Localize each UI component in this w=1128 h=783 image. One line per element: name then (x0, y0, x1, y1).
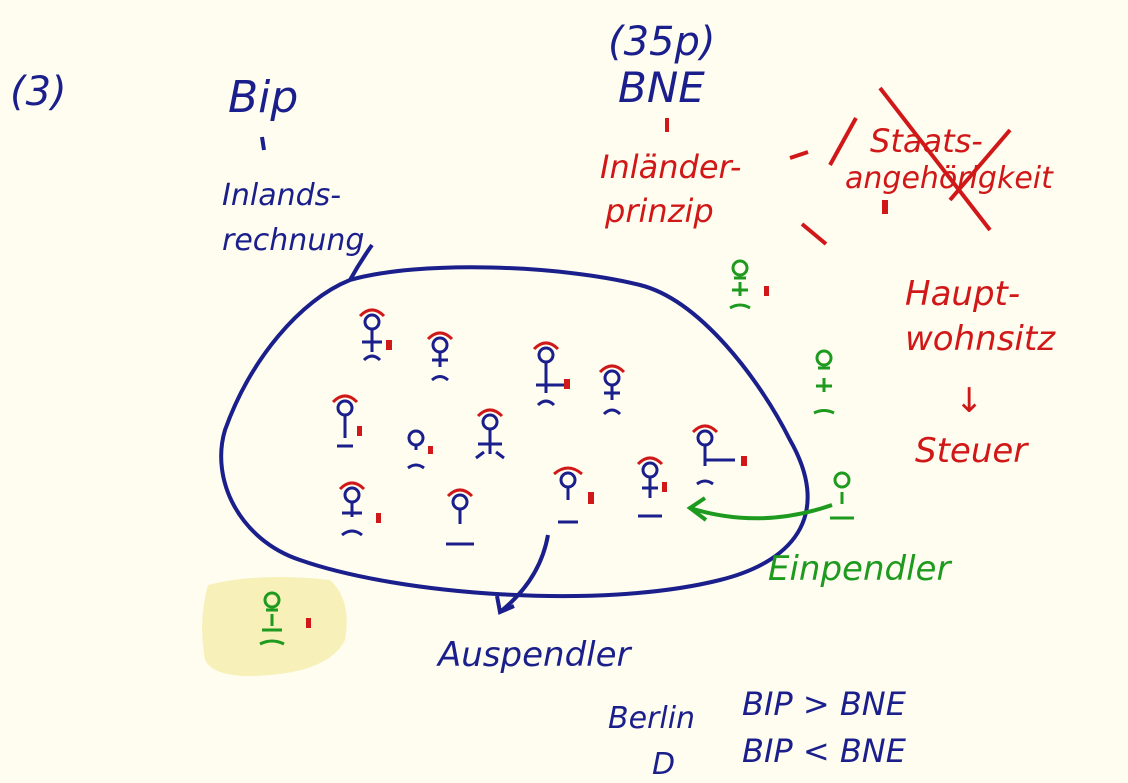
struck-line1: Staats- (870, 122, 983, 160)
highlight-patch (202, 576, 347, 676)
bsp-label: Berlin (608, 701, 695, 736)
struck-mark (882, 200, 888, 214)
person-figure (358, 308, 392, 362)
bip-arrow-to-region (348, 243, 374, 281)
section-number: (3) (10, 69, 67, 115)
bne-label: BNE (618, 63, 705, 112)
auspendler-label: Auspendler (436, 635, 633, 675)
people-inside-group (331, 308, 747, 546)
bip-concept-line2: rechnung (222, 223, 364, 258)
person-figure (598, 364, 626, 416)
bip-label: Bip (228, 72, 298, 123)
person-figure (553, 466, 594, 524)
person-figure (532, 341, 570, 407)
person-figure (636, 456, 667, 518)
einpendler-label: Einpendler (768, 549, 952, 589)
person-figure (259, 591, 311, 646)
auspendler-arrow (498, 534, 550, 614)
bip-connector (260, 136, 266, 151)
person-figure (338, 481, 381, 537)
person-figure (830, 471, 854, 520)
person-figure (426, 331, 454, 382)
einpendler-arrowhead (686, 496, 708, 522)
main-line1: Haupt- (905, 274, 1020, 314)
region-boundary (219, 265, 810, 599)
strike-line-b (948, 128, 1012, 202)
comparison-2: BIP < BNE (742, 732, 907, 770)
person-figure (691, 424, 747, 486)
strike-line-a (878, 86, 992, 232)
bne-note: (35p) (608, 19, 716, 65)
bne-concept-line2: prinzip (604, 192, 714, 230)
person-figure (446, 488, 474, 546)
einpendler-arrow (689, 503, 833, 521)
person-figure (729, 259, 769, 310)
strike-line-c (828, 117, 858, 166)
bsp-sub: D (652, 747, 675, 782)
person-figure (407, 429, 433, 470)
auspendler-arrowhead (495, 595, 515, 615)
bip-concept-line1: Inlands- (222, 178, 341, 213)
arrow-down: ↓ (955, 381, 984, 421)
person-figure (813, 349, 835, 415)
branch-dash-lower (800, 222, 828, 246)
commuters-outside-group (259, 259, 854, 646)
person-figure (475, 408, 505, 460)
main-line2: wohnsitz (905, 319, 1056, 359)
branch-dash-upper (789, 150, 809, 160)
comparison-1: BIP > BNE (742, 685, 907, 723)
steuer-label: Steuer (915, 431, 1029, 471)
bne-concept-line1: Inländer- (600, 148, 741, 186)
person-figure (331, 394, 362, 448)
